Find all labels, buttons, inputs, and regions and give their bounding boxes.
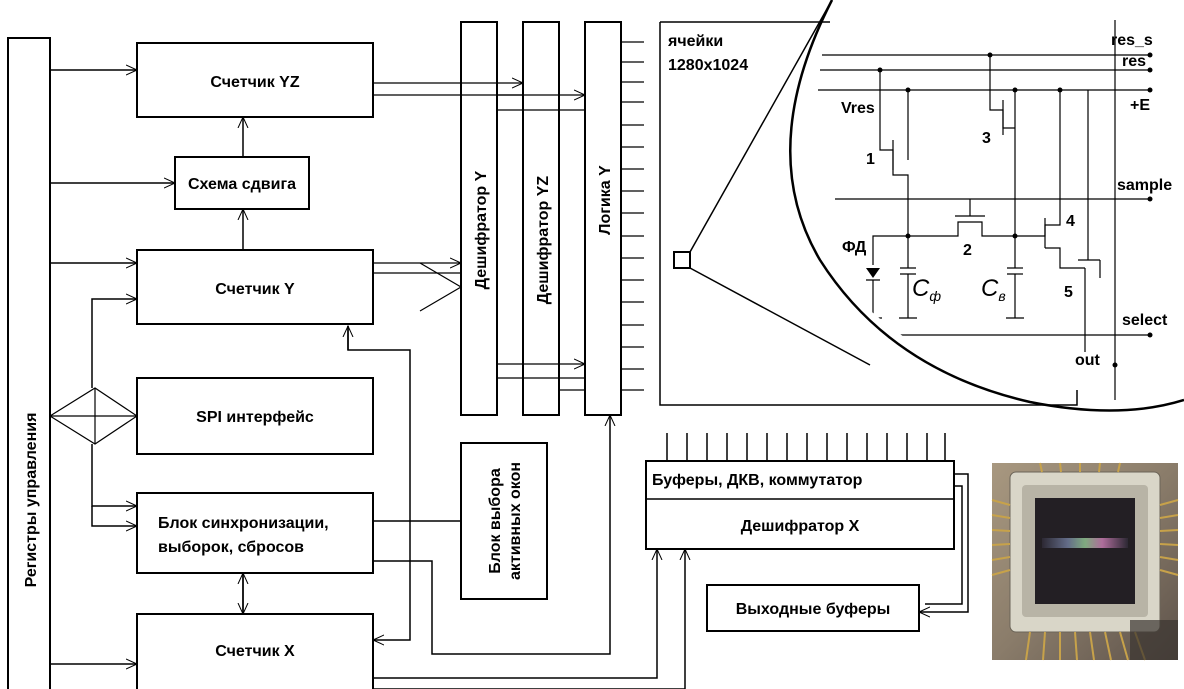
fd-label: ФД: [842, 239, 867, 256]
transistor-3-label: 3: [982, 130, 991, 147]
buffers-decoder-x-block: Буферы, ДКВ, коммутатор Дешифратор X: [646, 461, 954, 549]
active-window-block: Блок выбора активных окон: [461, 443, 547, 599]
transistor-5-label: 5: [1064, 284, 1073, 301]
select-label: select: [1122, 312, 1168, 329]
registers-label: Регистры управления: [23, 413, 40, 588]
buffers-label: Буферы, ДКВ, коммутатор: [652, 472, 863, 489]
out-label: out: [1075, 352, 1101, 369]
counter-yz-block: Счетчик YZ: [137, 43, 373, 117]
decoder-x-label: Дешифратор X: [741, 518, 860, 535]
counter-x-block: Счетчик X: [137, 614, 373, 689]
logic-y-block: Логика Y: [585, 22, 621, 415]
counter-yz-label: Счетчик YZ: [210, 74, 299, 91]
shift-circuit-block: Схема сдвига: [175, 157, 309, 209]
active-window-line2: активных окон: [507, 462, 524, 580]
vres-label: Vres: [841, 100, 875, 117]
output-buffers-block: Выходные буферы: [707, 585, 919, 631]
sample-label: sample: [1117, 177, 1172, 194]
res-label: res: [1122, 53, 1146, 70]
decoder-y-block: Дешифратор Y: [461, 22, 497, 415]
counter-y-block: Счетчик Y: [137, 250, 373, 324]
sync-block: Блок синхронизации, выборок, сбросов: [137, 493, 373, 573]
active-window-line1: Блок выбора: [487, 468, 504, 574]
sensor-chip-photo: [992, 463, 1178, 660]
transistor-4-label: 4: [1066, 213, 1075, 230]
sync-label-line2: выборок, сбросов: [158, 539, 304, 556]
cv-label: Cв: [981, 275, 1006, 304]
counter-x-label: Счетчик X: [215, 643, 295, 660]
shift-circuit-label: Схема сдвига: [188, 176, 296, 193]
decoder-y-label: Дешифратор Y: [473, 170, 490, 289]
res-s-label: res_s: [1111, 32, 1153, 49]
sync-label-line1: Блок синхронизации,: [158, 515, 329, 532]
logic-y-comb: [621, 42, 644, 390]
counter-y-label: Счетчик Y: [215, 281, 295, 298]
output-buffers-label: Выходные буферы: [736, 601, 891, 618]
transistor-2-label: 2: [963, 242, 972, 259]
pixel-circuit: [818, 20, 1153, 400]
spi-interface-block: SPI интерфейс: [137, 378, 373, 454]
spi-interface-label: SPI интерфейс: [196, 409, 314, 426]
buffer-comb: [667, 433, 945, 461]
plus-e-label: +E: [1130, 97, 1150, 114]
cf-label: Cф: [912, 275, 941, 304]
registers-block: Регистры управления: [8, 38, 50, 689]
transistor-1-label: 1: [866, 151, 875, 168]
cells-label-line1: ячейки: [667, 33, 723, 50]
decoder-yz-block: Дешифратор YZ: [523, 22, 559, 415]
decoder-yz-label: Дешифратор YZ: [535, 176, 552, 305]
logic-y-label: Логика Y: [597, 165, 614, 235]
cells-label-line2: 1280x1024: [668, 57, 748, 74]
